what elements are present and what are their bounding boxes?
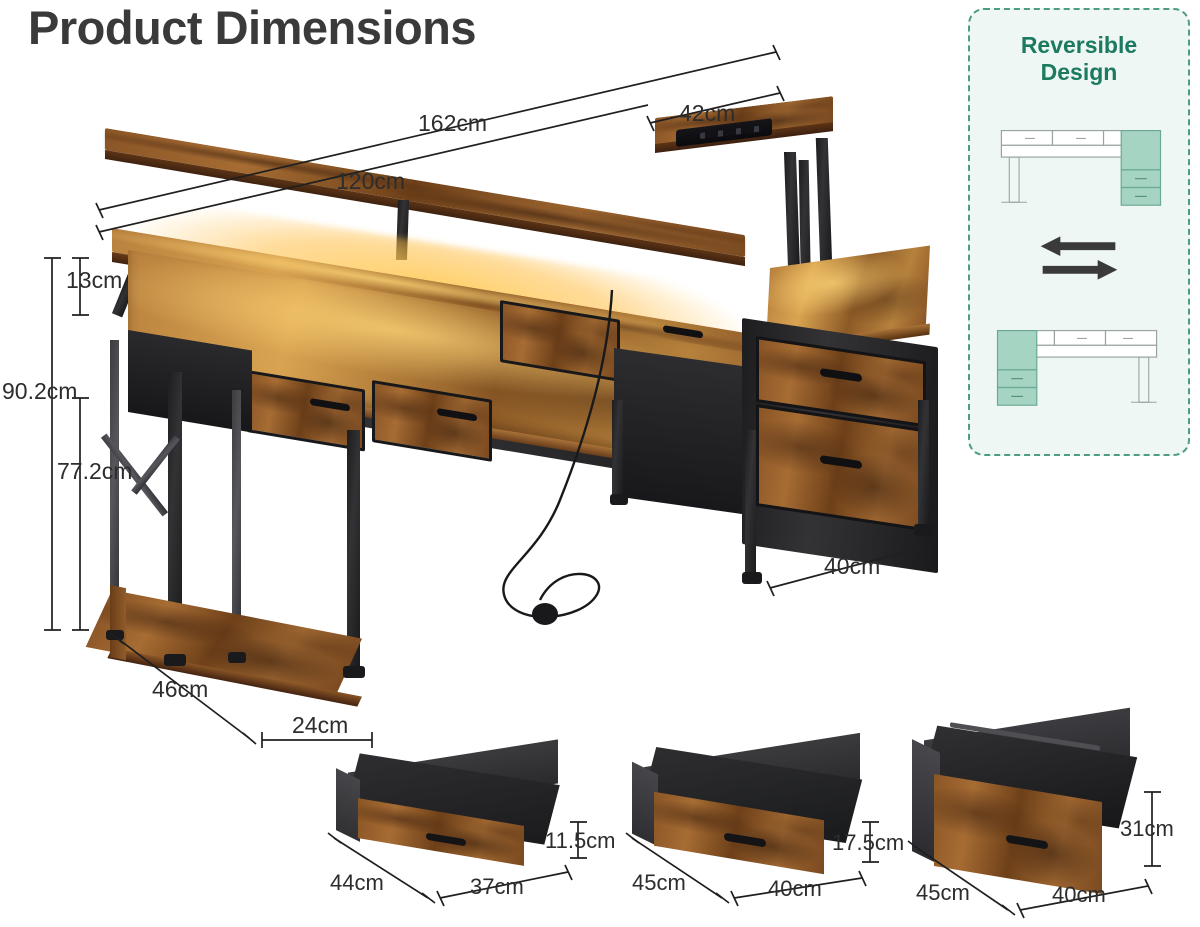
hutch-right-post: [783, 152, 801, 270]
foot-mid: [228, 652, 246, 663]
reversible-layout-left: [996, 329, 1158, 406]
dim-medium-drawer-height: 17.5cm: [832, 830, 905, 855]
dim-return-width: 42cm: [679, 100, 736, 126]
foot-center: [610, 494, 628, 505]
dim-medium-drawer-depth: 45cm: [632, 870, 686, 895]
reversible-title-line2: Design: [1040, 59, 1118, 86]
dim-medium-drawer-width: 40cm: [768, 876, 822, 901]
leg-center-front: [612, 400, 623, 500]
page-title: Product Dimensions: [28, 1, 477, 54]
drawer-sample-large: [912, 707, 1192, 895]
reversible-title-line1: Reversible: [1020, 32, 1138, 58]
dim-hutch-height: 13cm: [66, 267, 123, 293]
dim-overall-width: 162cm: [418, 110, 488, 136]
dim-cabinet-width: 40cm: [824, 553, 881, 579]
leg-cabinet-left: [745, 430, 756, 578]
dim-shelf-width: 24cm: [292, 712, 349, 738]
leg-left-rear: [110, 340, 119, 635]
dim-total-height: 90.2cm: [2, 378, 78, 404]
dim-small-drawer-height: 11.5cm: [545, 828, 616, 853]
hutch-right-post-2: [815, 138, 833, 266]
foot-cabinet-left: [742, 572, 762, 584]
leg-left-front-inner: [232, 390, 241, 658]
dim-large-drawer-height: 31cm: [1120, 816, 1174, 841]
dim-main-desk-width: 120cm: [336, 168, 406, 194]
reversible-layout-right: [1000, 129, 1162, 206]
leg-cabinet-right: [918, 400, 929, 530]
dim-large-drawer-width: 40cm: [1052, 882, 1106, 907]
dim-large-drawer-depth: 45cm: [916, 880, 970, 905]
foot-left-front: [164, 654, 186, 666]
leg-mid-front: [347, 430, 360, 670]
foot-mid-front: [343, 666, 365, 678]
drawer-small-left-wall: [336, 768, 360, 842]
reversible-design-title: Reversible Design: [970, 32, 1188, 86]
reverse-swap-arrows-icon: [1040, 236, 1118, 280]
dim-small-drawer-width: 37cm: [470, 874, 524, 899]
dim-desk-depth: 46cm: [152, 676, 209, 702]
drawer-sample-small: [330, 739, 590, 872]
bottom-shelf-lip: [110, 585, 126, 661]
dim-desktop-height: 77.2cm: [57, 458, 133, 484]
reversible-design-panel: Reversible Design: [968, 8, 1190, 456]
foot-cabinet-right: [914, 524, 934, 536]
dim-small-drawer-depth: 44cm: [330, 870, 384, 895]
drawer-sample-medium: [628, 732, 898, 878]
foot-left-rear: [106, 630, 124, 640]
